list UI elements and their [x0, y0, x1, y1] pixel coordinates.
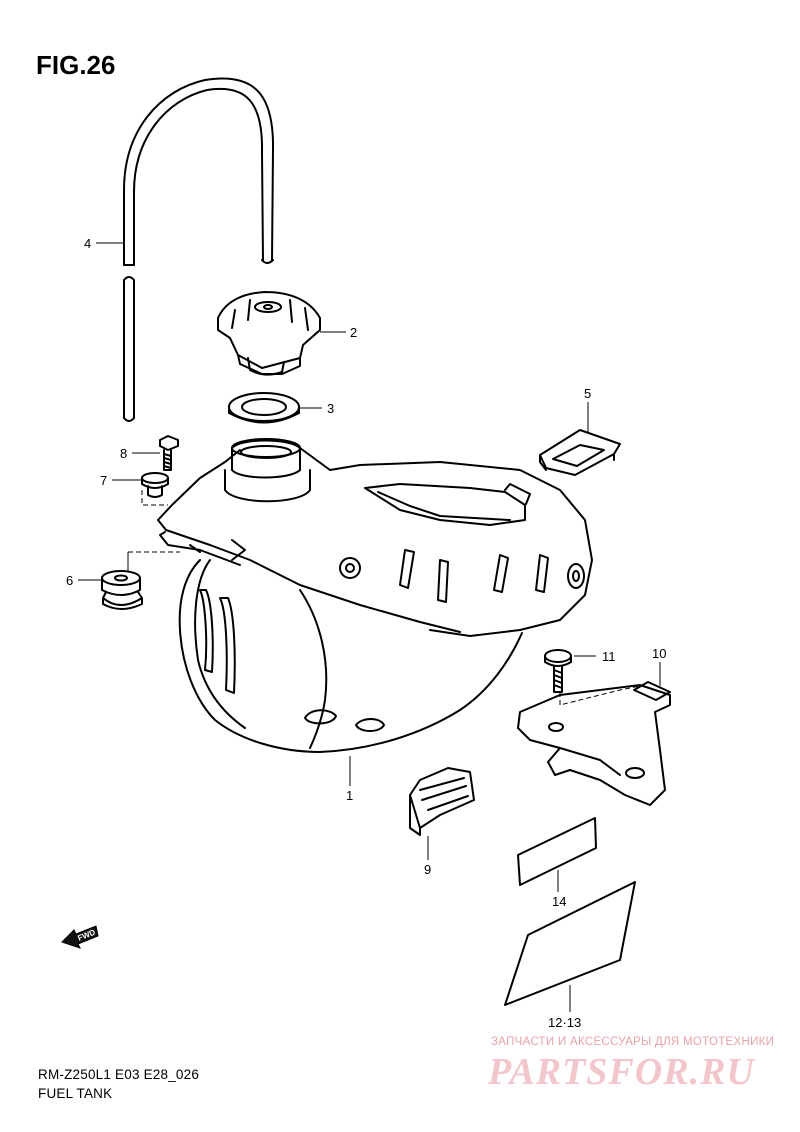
small-label: [517, 817, 597, 886]
callout-4: 4: [84, 236, 91, 251]
bracket-screw: [544, 649, 572, 693]
leader-lines: [78, 242, 661, 1012]
rubber-cushion: [101, 570, 143, 610]
callout-12-13: 12·13: [548, 1015, 581, 1030]
callout-10: 10: [652, 646, 666, 661]
callout-11: 11: [602, 649, 616, 664]
fuel-tank: [157, 438, 593, 753]
diagram-code: RM-Z250L1 E03 E28_026: [38, 1067, 200, 1082]
watermark-tagline: ЗАПЧАСТИ И АКСЕССУАРЫ ДЛЯ МОТОТЕХНИКИ: [491, 1036, 775, 1048]
figure-title: FIG.26: [36, 50, 116, 80]
breather-hose: [123, 77, 275, 422]
callout-9: 9: [424, 862, 431, 877]
callout-1: 1: [346, 788, 353, 803]
large-label: [504, 881, 636, 1006]
mount-bolt: [159, 435, 179, 471]
mount-collar: [141, 472, 169, 498]
sponge-pad: [409, 767, 475, 836]
fwd-arrow-icon: FWD: [61, 925, 99, 949]
callout-14: 14: [552, 894, 566, 909]
diagram-name: FUEL TANK: [38, 1086, 113, 1101]
callout-8: 8: [120, 446, 127, 461]
cap-gasket: [228, 392, 300, 424]
callout-6: 6: [66, 573, 73, 588]
watermark-logo: PARTSFOR.RU: [488, 1051, 755, 1093]
tank-strap-hook: [539, 429, 621, 476]
fuel-cap: [217, 291, 321, 376]
callout-7: 7: [100, 473, 107, 488]
callout-5: 5: [584, 386, 591, 401]
tank-bracket: [517, 681, 671, 806]
callout-3: 3: [327, 401, 334, 416]
callout-2: 2: [350, 325, 357, 340]
